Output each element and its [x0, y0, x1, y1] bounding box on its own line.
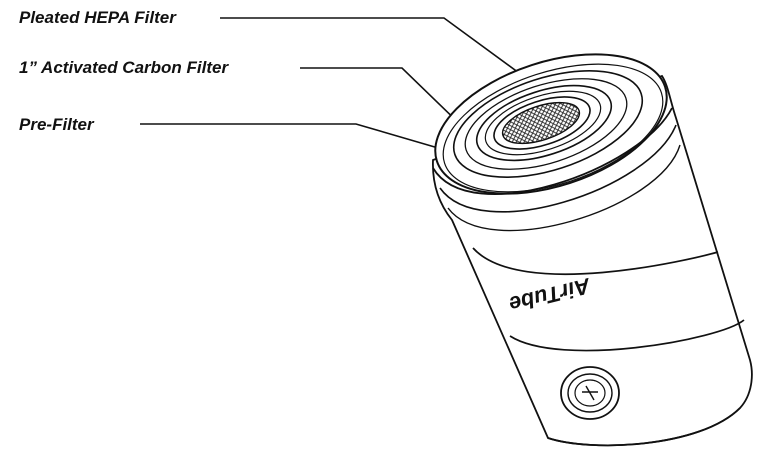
carbon-leader-line — [300, 67, 469, 133]
filter-rings — [452, 69, 644, 179]
pre-filter-label: Pre-Filter — [19, 115, 94, 134]
prefilter-leader-line — [140, 123, 446, 151]
bottom-edge — [547, 407, 741, 447]
hepa-filter-label: Pleated HEPA Filter — [19, 8, 176, 27]
carbon-filter-label: 1” Activated Carbon Filter — [19, 58, 229, 77]
body-bands — [472, 247, 745, 352]
release-knob-icon — [560, 366, 620, 420]
hepa-leader-line — [220, 17, 546, 93]
